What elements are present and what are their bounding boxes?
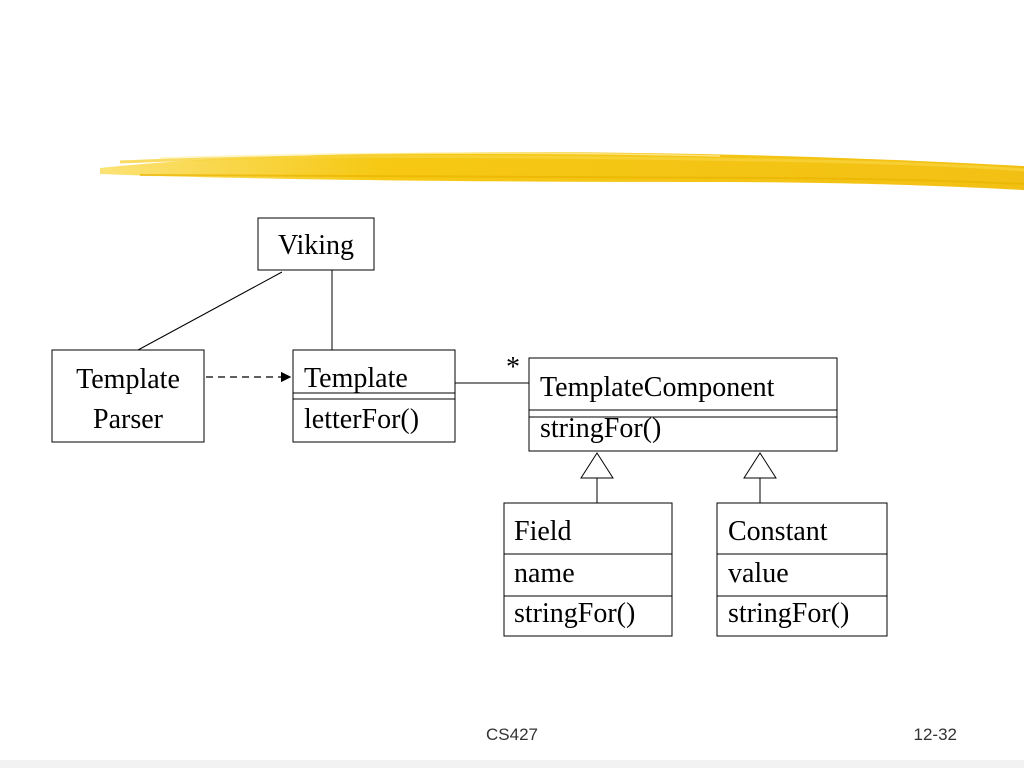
viking-parser-association (137, 271, 283, 351)
footer-bar (0, 760, 1024, 768)
field-attribute: name (514, 558, 575, 589)
footer-course: CS427 (486, 725, 538, 744)
footer-page-number: 12-32 (914, 725, 957, 744)
class-constant: Constant value stringFor() (716, 502, 888, 637)
class-template-component: TemplateComponent stringFor() (528, 357, 838, 452)
constant-name: Constant (728, 516, 828, 547)
template-parser-name-line2: Parser (93, 404, 164, 435)
class-template-parser: Template Parser (51, 349, 205, 443)
template-name: Template (304, 363, 408, 394)
template-component-method: stringFor() (540, 413, 661, 444)
class-viking: Viking (257, 217, 375, 271)
class-template: Template letterFor() (292, 349, 456, 443)
yellow-brush-stroke (100, 152, 1024, 190)
template-component-name: TemplateComponent (540, 372, 775, 403)
class-field: Field name stringFor() (503, 502, 673, 637)
constant-attribute: value (728, 558, 789, 589)
template-method: letterFor() (304, 404, 419, 435)
multiplicity-label: * (506, 352, 520, 383)
constant-method: stringFor() (728, 598, 849, 629)
inheritance-field (580, 452, 614, 503)
viking-name: Viking (278, 230, 354, 261)
inheritance-constant (743, 452, 777, 503)
field-method: stringFor() (514, 598, 635, 629)
field-name: Field (514, 516, 572, 547)
template-parser-name-line1: Template (76, 364, 180, 395)
